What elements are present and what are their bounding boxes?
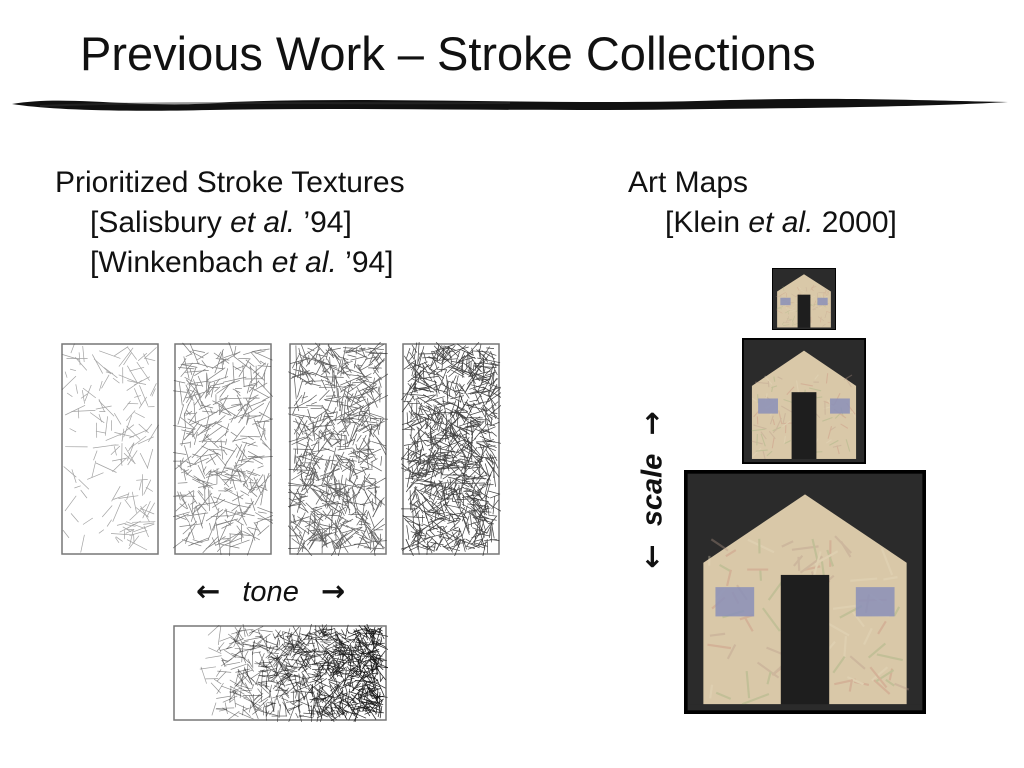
scale-label: scale <box>636 453 669 527</box>
ref-author: [Salisbury <box>90 206 231 239</box>
art-map-level-large <box>684 470 926 714</box>
up-arrow-icon: → <box>634 411 669 436</box>
scale-arrow-label: ← scale → <box>632 400 672 580</box>
ref-year: ’94] <box>336 246 394 279</box>
left-heading: Prioritized Stroke Textures <box>55 166 405 199</box>
right-heading: Art Maps <box>628 166 749 199</box>
tone-arrow-label: ← tone → <box>196 574 345 609</box>
brush-stroke-divider <box>12 98 1008 111</box>
ref-etal: et al. <box>230 206 296 239</box>
art-map-level-medium <box>742 338 866 464</box>
right-ref: [Klein et al. 2000] <box>665 206 897 241</box>
left-ref-1: [Salisbury et al. ’94] <box>90 206 352 241</box>
tone-swatch-light <box>173 342 273 556</box>
tone-swatch-darkest <box>401 342 501 556</box>
ref-etal: et al. <box>271 246 337 279</box>
down-arrow-icon: ← <box>634 544 669 569</box>
ref-year: 2000] <box>813 206 897 239</box>
art-map-level-small <box>772 268 836 330</box>
ref-year: ’94] <box>295 206 352 239</box>
left-ref-2: [Winkenbach et al. ’94] <box>90 246 394 281</box>
tone-swatch-lightest <box>61 343 159 555</box>
right-arrow-icon: → <box>320 574 346 608</box>
tone-swatch-dark <box>288 342 388 556</box>
ref-author: [Klein <box>665 206 749 239</box>
ref-author: [Winkenbach <box>90 246 272 279</box>
slide-title: Previous Work – Stroke Collections <box>80 27 816 80</box>
left-arrow-icon: ← <box>196 574 221 608</box>
ref-etal: et al. <box>748 206 814 239</box>
tone-label: tone <box>242 576 299 608</box>
tone-gradient-bar <box>173 624 388 722</box>
